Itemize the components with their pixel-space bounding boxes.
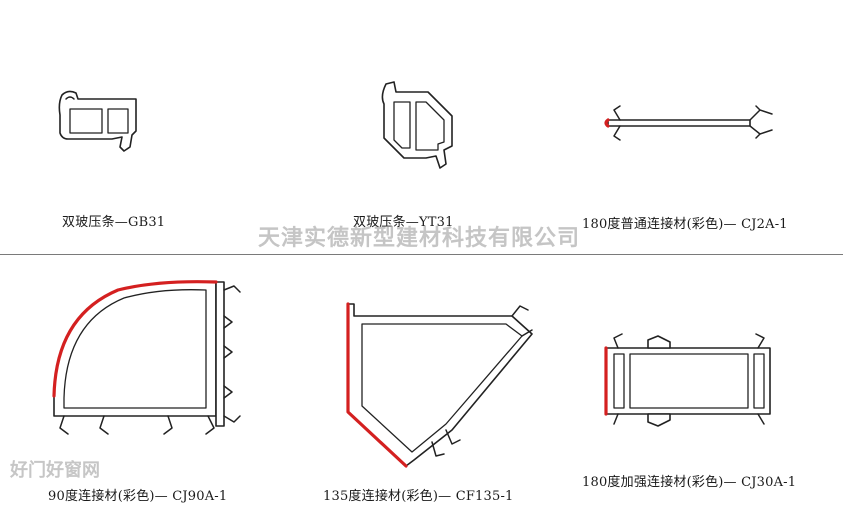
site-watermark: 好门好窗网 [10,460,100,481]
caption-cf135-1: 135度连接材(彩色)— CF135-1 [323,489,514,504]
caption-cj90a1: 90度连接材(彩色)— CJ90A-1 [48,489,228,504]
caption-yt31: 双玻压条—YT31 [353,215,454,230]
caption-gb31: 双玻压条—GB31 [62,215,166,230]
profile-cj2a1-drawing [600,104,780,141]
profile-cj30a1-drawing [598,332,778,428]
company-watermark: 天津实德新型建材科技有限公司 [258,226,581,251]
caption-cj30a1: 180度加强连接材(彩色)— CJ30A-1 [582,475,797,490]
profile-cj90a1-drawing [48,276,248,438]
row-divider [0,254,843,255]
profile-yt31-drawing [376,78,466,173]
profile-cf135-1-drawing [336,296,536,472]
caption-cj2a1: 180度普通连接材(彩色)— CJ2A-1 [582,217,788,232]
profile-gb31-drawing [48,85,148,155]
